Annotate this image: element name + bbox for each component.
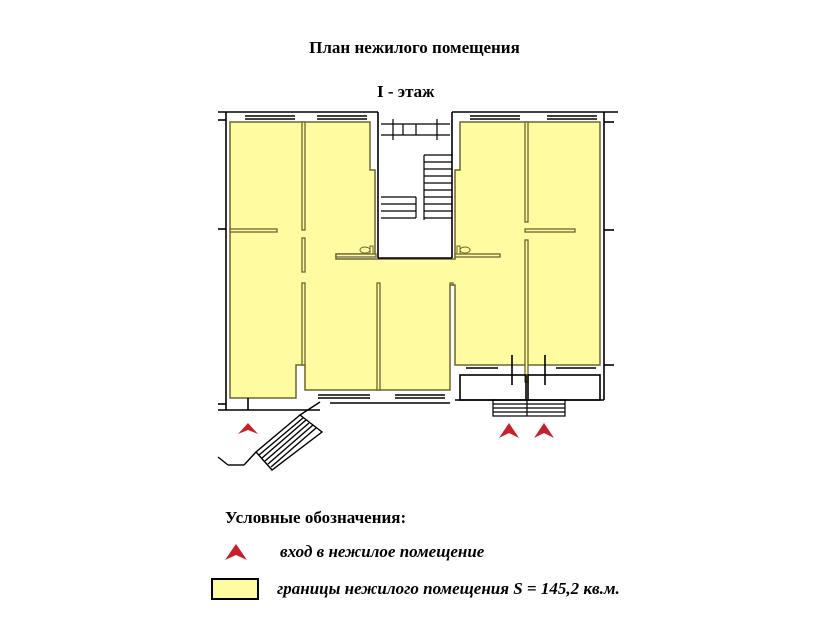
legend-item-entrance: вход в нежилое помещение [222,541,484,563]
entrance-arrow-icon [238,423,554,438]
stairwell [381,119,452,220]
plan-title: План нежилого помещения [309,38,520,57]
entrance-stair-right [492,399,566,417]
floor-plan [217,111,618,471]
yellow-area-swatch [211,578,259,600]
legend-label-entrance: вход в нежилое помещение [280,542,485,561]
interior-partitions [229,121,576,391]
legend-label-area: границы нежилого помещения S = 145,2 кв.… [277,579,620,598]
entrance-arrow-icon [225,544,247,560]
exterior-walls [218,111,618,411]
legend-item-area: границы нежилого помещения S = 145,2 кв.… [211,578,620,600]
entrance-stair-left [217,401,324,471]
toilet-icon [359,245,471,255]
floor-label: I - этаж [377,82,435,101]
legend-title: Условные обозначения: [225,508,407,527]
